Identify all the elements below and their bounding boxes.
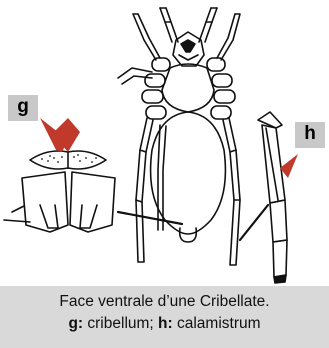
arrow-h xyxy=(280,154,298,178)
spider-coxae-left xyxy=(142,58,170,119)
caption-line-1: Face ventrale d’une Cribellate. xyxy=(0,291,329,313)
spider-left-legs xyxy=(118,14,166,262)
label-h: h xyxy=(295,122,325,148)
caption-key-g: g: xyxy=(68,315,83,332)
label-g: g xyxy=(8,95,38,121)
pointer-line-g xyxy=(118,212,182,224)
figure-caption: Face ventrale d’une Cribellate. g: cribe… xyxy=(0,286,329,348)
pointer-line-h xyxy=(240,205,268,240)
calamistrum-detail xyxy=(258,112,287,283)
spinnerets xyxy=(180,228,197,242)
spider-cephalothorax xyxy=(162,64,214,112)
caption-text-g: cribellum; xyxy=(83,315,158,332)
spider-front-legs xyxy=(160,8,217,42)
caption-line-2: g: cribellum; h: calamistrum xyxy=(0,313,329,335)
caption-text-h: calamistrum xyxy=(173,315,261,332)
cribellum-detail xyxy=(4,151,115,232)
spider-abdomen xyxy=(151,112,226,234)
spider-coxae-right xyxy=(207,58,235,119)
spider-chelicerae xyxy=(173,32,204,66)
caption-key-h: h: xyxy=(158,315,173,332)
